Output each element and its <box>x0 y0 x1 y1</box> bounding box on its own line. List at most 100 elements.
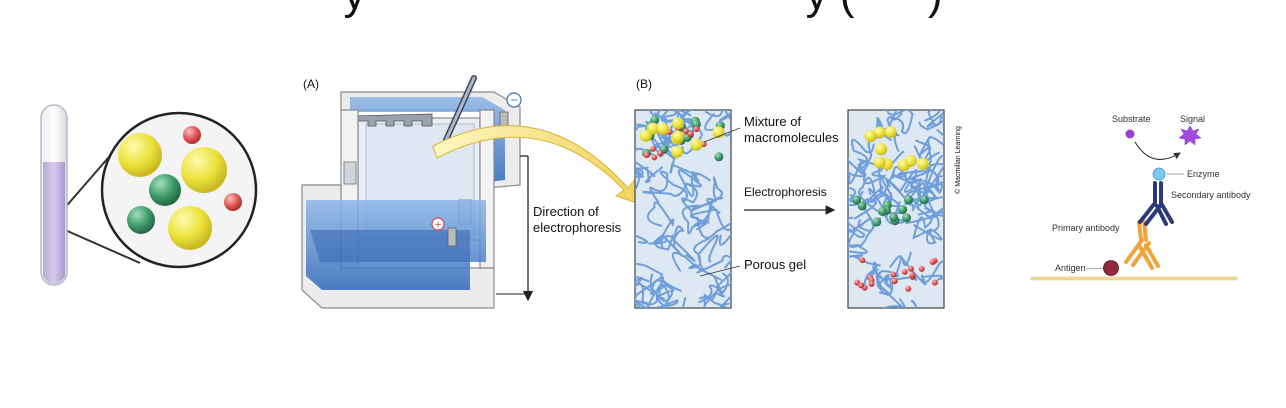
mixture-label-line2: macromolecules <box>744 130 839 145</box>
gel-fiber <box>900 251 944 286</box>
gel-fiber <box>681 204 710 235</box>
process-label: Electrophoresis <box>744 185 827 199</box>
molecule-green <box>889 212 899 222</box>
gel-fiber <box>635 276 643 308</box>
molecule-red <box>909 272 916 279</box>
molecule-red <box>858 282 865 289</box>
gel-fiber <box>848 194 860 207</box>
enzyme-shape <box>1152 167 1166 181</box>
antigen-label: Antigen <box>1055 263 1086 273</box>
gel-fiber <box>883 299 918 308</box>
molecule-red <box>931 279 938 286</box>
gel-fiber <box>921 259 944 284</box>
gel-fiber <box>933 175 944 194</box>
molecule-green <box>898 205 908 215</box>
gel-fiber <box>649 170 688 204</box>
elisa-diagram: Antigen Primary antibody Secondary antib… <box>1030 114 1251 281</box>
gel-fiber <box>718 232 731 246</box>
antigen-shape <box>1103 260 1119 276</box>
molecule-yellow <box>672 130 685 143</box>
gel-fiber <box>650 279 676 302</box>
gel-fiber <box>603 254 633 278</box>
molecule-red <box>649 145 656 152</box>
molecule-red <box>651 154 658 161</box>
gel-fiber <box>918 117 944 138</box>
molecule-yellow <box>884 126 897 138</box>
gel-label: Porous gel <box>744 257 806 272</box>
molecule-green <box>149 174 181 206</box>
tube-liquid <box>43 162 65 285</box>
gel-fiber <box>635 262 682 292</box>
molecule-red <box>693 126 700 133</box>
credit-text: © Macmillan Learning <box>954 126 962 194</box>
gel-fiber <box>862 88 898 107</box>
molecule-green <box>902 213 912 223</box>
molecule-red <box>859 257 866 264</box>
zoom-line-bottom <box>55 225 141 264</box>
molecule-green <box>691 119 701 129</box>
gel-fiber <box>635 276 665 306</box>
gel-fiber <box>704 110 731 122</box>
gel-fiber <box>649 273 687 308</box>
gel-fiber <box>913 210 943 245</box>
gel-fiber <box>905 206 944 225</box>
molecule-red <box>224 193 242 211</box>
enzyme-label: Enzyme <box>1187 169 1220 179</box>
gel-fiber <box>904 180 926 205</box>
gel-fiber <box>672 64 688 106</box>
molecule-yellow <box>873 126 886 139</box>
gel-fiber <box>704 113 731 137</box>
electrophoresis-apparatus: (A) − + Direction of electrophoresis <box>301 75 641 309</box>
molecule-yellow <box>639 129 652 142</box>
substrate-label: Substrate <box>1112 114 1151 124</box>
molecule-yellow <box>875 143 888 156</box>
gel-fiber <box>635 123 646 143</box>
molecule-green <box>919 195 929 205</box>
reaction-arrow <box>1134 141 1181 160</box>
panel-b-label: (B) <box>636 77 652 91</box>
secondary-antibody-label: Secondary antibody <box>1171 190 1251 200</box>
gel-fiber <box>876 274 918 295</box>
molecules-before <box>639 115 725 162</box>
page-title-fragment: y y ( ) <box>0 0 1286 20</box>
gel-fiber <box>848 186 856 203</box>
molecule-yellow <box>181 147 227 193</box>
gel-fiber <box>635 147 663 183</box>
gel-fiber <box>925 154 944 216</box>
molecule-red <box>901 268 908 275</box>
gel-fiber <box>677 169 711 197</box>
plate-surface <box>1030 276 1238 281</box>
molecule-red <box>908 265 914 272</box>
molecule-green <box>904 195 913 205</box>
molecule-red <box>183 126 201 144</box>
gel-fiber <box>886 110 914 135</box>
gel-fiber <box>848 216 866 239</box>
molecule-red <box>890 271 897 278</box>
molecule-red <box>929 259 936 265</box>
primary-antibody-shape <box>1124 220 1160 270</box>
gel-fiber <box>688 263 731 298</box>
gel-fiber <box>948 278 965 317</box>
molecule-red <box>891 278 898 285</box>
gel-fiber <box>848 217 871 234</box>
molecule-yellow <box>118 133 162 177</box>
secondary-antibody-shape <box>1138 181 1174 226</box>
cathode-symbol <box>506 92 522 108</box>
cathode-sign: − <box>510 93 517 107</box>
molecule-green <box>872 217 882 227</box>
gel-fiber <box>689 176 724 212</box>
molecule-yellow <box>873 156 886 169</box>
mixture-label-line1: Mixture of <box>744 114 801 129</box>
gel-fiber <box>858 176 904 218</box>
gel-fiber <box>657 290 679 308</box>
molecule-green <box>852 195 862 205</box>
molecule-yellow <box>864 130 877 143</box>
gel-fiber <box>660 110 694 129</box>
direction-label-line2: electrophoresis <box>533 220 622 235</box>
substrate-shape <box>1125 129 1135 139</box>
test-tube-illustration <box>40 104 258 286</box>
gel-fiber <box>905 177 940 206</box>
molecule-red <box>918 265 925 272</box>
gel-fiber <box>646 201 675 245</box>
